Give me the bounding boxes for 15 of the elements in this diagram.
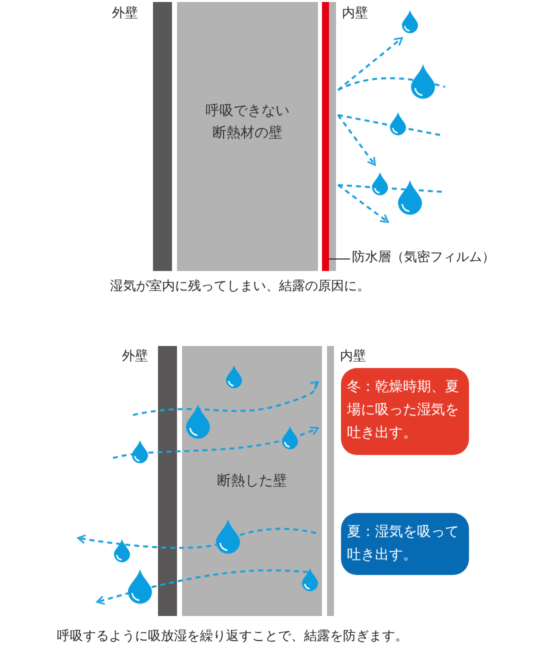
- wall-label: 断熱した壁: [216, 472, 288, 491]
- wall-label: 内壁: [342, 6, 368, 22]
- callout-bubble: 夏：湿気を吸って吐き出す。: [341, 513, 469, 575]
- insulation-wall: [182, 346, 322, 616]
- caption-text: 湿気が室内に残ってしまい、結露の原因に。: [110, 279, 370, 295]
- caption-text: 呼吸するように吸放湿を繰り返すことで、結露を防ぎます。: [57, 629, 408, 645]
- leader-label: 防水層（気密フィルム）: [352, 250, 495, 266]
- leader-line: [328, 258, 350, 260]
- wall-label: 内壁: [340, 349, 366, 365]
- waterproof-film: [322, 2, 329, 271]
- wall-label: 呼吸できない断熱材の壁: [205, 102, 290, 143]
- callout-bubble: 冬：乾燥時期、夏場に吸った湿気を吐き出す。: [341, 368, 469, 455]
- insulation-wall: [177, 2, 318, 271]
- wall-label: 外壁: [122, 349, 148, 365]
- wall-label: 外壁: [112, 6, 138, 22]
